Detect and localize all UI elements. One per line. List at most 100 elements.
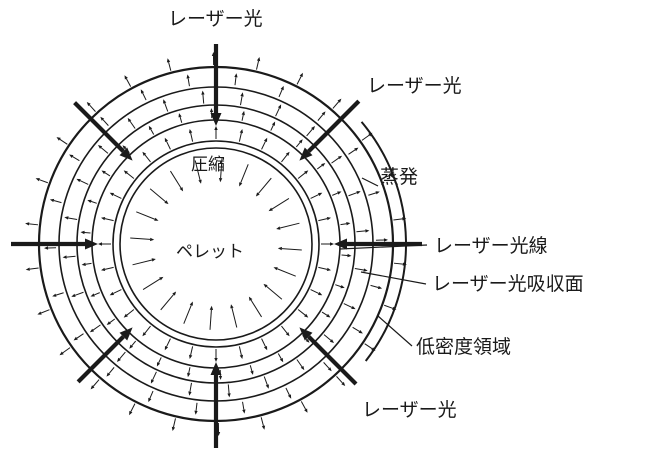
expansion-arrow-shaft xyxy=(151,129,154,134)
expansion-arrow-shaft xyxy=(159,357,162,362)
compression-arrow-shaft xyxy=(282,249,302,250)
expansion-arrow-shaft xyxy=(153,372,157,380)
expansion-arrow-shaft xyxy=(342,255,348,256)
expansion-arrow-shaft xyxy=(91,201,97,203)
expansion-arrow-head xyxy=(356,191,360,194)
expansion-arrow-head xyxy=(242,409,245,413)
expansion-arrow-head xyxy=(91,293,95,296)
expansion-arrow-shaft xyxy=(264,376,267,384)
expansion-arrow-shaft xyxy=(335,285,341,287)
expansion-arrow-shaft xyxy=(324,362,329,368)
expansion-arrow-shaft xyxy=(67,256,76,257)
expansion-arrow-shaft xyxy=(41,310,49,313)
expansion-arrow-shaft xyxy=(311,290,319,294)
expansion-arrow-shaft xyxy=(239,133,241,142)
expansion-arrow-head xyxy=(327,268,331,271)
compression-arrow-shaft xyxy=(210,310,211,330)
expansion-arrow-shaft xyxy=(322,312,327,315)
expansion-arrow-head xyxy=(52,294,56,297)
expansion-arrow-shaft xyxy=(344,304,352,308)
expansion-arrow-shaft xyxy=(242,115,243,121)
expansion-arrow-head xyxy=(240,129,243,133)
expansion-arrow-shaft xyxy=(180,117,182,123)
expansion-arrow-shaft xyxy=(30,268,39,269)
expansion-arrow-shaft xyxy=(145,155,151,162)
expansion-arrow-shaft xyxy=(307,129,313,136)
compression-arrow-shaft xyxy=(241,164,248,183)
expansion-arrow-head xyxy=(81,231,85,234)
expansion-arrow-head xyxy=(64,216,68,219)
expansion-arrow-head xyxy=(219,376,222,380)
expansion-arrow-head xyxy=(281,86,284,90)
expansion-arrow-shaft xyxy=(341,224,347,225)
compression-arrow-head xyxy=(276,226,280,229)
leader-line xyxy=(378,316,412,346)
expansion-arrow-head xyxy=(194,411,197,415)
laser-beam-shaft xyxy=(309,101,359,151)
expansion-arrow-head xyxy=(214,126,217,130)
expansion-arrow-head xyxy=(25,222,29,225)
expansion-arrow-shaft xyxy=(120,352,126,359)
expansion-arrow-head xyxy=(102,171,106,175)
expansion-arrow-head xyxy=(378,286,382,289)
label-laser-bottom: レーザー光 xyxy=(362,401,457,420)
expansion-arrow-shaft xyxy=(240,96,242,105)
expansion-arrow-shaft xyxy=(56,293,64,295)
compression-arrow-head xyxy=(239,182,242,186)
expansion-arrow-head xyxy=(227,393,230,397)
expansion-arrow-shaft xyxy=(332,193,338,195)
expansion-arrow-shaft xyxy=(243,402,244,410)
compression-arrow-head xyxy=(150,238,154,241)
expansion-arrow-head xyxy=(347,254,351,257)
expansion-arrow-shaft xyxy=(276,108,280,116)
expansion-arrow-head xyxy=(234,73,237,77)
compression-arrow-shaft xyxy=(258,178,271,193)
expansion-arrow-head xyxy=(187,373,190,377)
compression-arrow-shaft xyxy=(280,223,299,228)
compression-arrow-shaft xyxy=(150,189,165,202)
expansion-arrow-shaft xyxy=(203,95,204,104)
expansion-arrow-shaft xyxy=(317,165,322,169)
label-laser-ray: レーザー光線 xyxy=(434,237,548,256)
compression-arrow-head xyxy=(278,247,282,250)
expansion-arrow-head xyxy=(101,268,105,271)
expansion-arrow-head xyxy=(74,337,78,341)
expansion-arrow-head xyxy=(354,148,358,152)
expansion-arrow-head xyxy=(337,192,341,195)
expansion-arrow-shaft xyxy=(75,292,83,295)
leader-line xyxy=(362,178,378,186)
expansion-arrow-shaft xyxy=(355,268,364,270)
expansion-arrow-shaft xyxy=(262,141,266,149)
expansion-arrow-head xyxy=(163,99,166,103)
expansion-arrow-shaft xyxy=(324,335,331,341)
expansion-arrow-shaft xyxy=(189,367,190,373)
evaporation-arc xyxy=(362,122,406,361)
expansion-arrow-shaft xyxy=(362,135,369,140)
expansion-arrow-shaft xyxy=(126,79,130,87)
leader-line xyxy=(361,272,426,284)
laser-beam-shaft xyxy=(78,337,123,382)
expansion-arrow-shaft xyxy=(169,62,171,71)
expansion-arrow-shaft xyxy=(281,155,287,162)
expansion-arrow-shaft xyxy=(353,327,360,331)
expansion-arrow-head xyxy=(214,358,217,362)
expansion-arrow-head xyxy=(37,312,41,315)
expansion-arrow-shaft xyxy=(384,305,392,308)
expansion-arrow-shaft xyxy=(297,76,301,84)
expansion-arrow-shaft xyxy=(393,219,402,220)
expansion-arrow-head xyxy=(365,229,369,232)
compression-arrow-shaft xyxy=(130,238,150,239)
expansion-arrow-shaft xyxy=(103,120,108,126)
expansion-arrow-head xyxy=(172,427,175,431)
expansion-arrow-shaft xyxy=(190,383,192,392)
expansion-arrow-shaft xyxy=(261,417,263,426)
expansion-arrow-head xyxy=(330,242,334,245)
expansion-arrow-head xyxy=(384,238,388,241)
expansion-arrow-head xyxy=(148,398,151,402)
expansion-arrow-shaft xyxy=(105,267,114,269)
expansion-arrow-head xyxy=(363,268,367,271)
compression-arrow-head xyxy=(274,267,278,270)
label-laser-upper-right: レーザー光 xyxy=(367,77,462,96)
compression-arrow-shaft xyxy=(133,260,152,265)
